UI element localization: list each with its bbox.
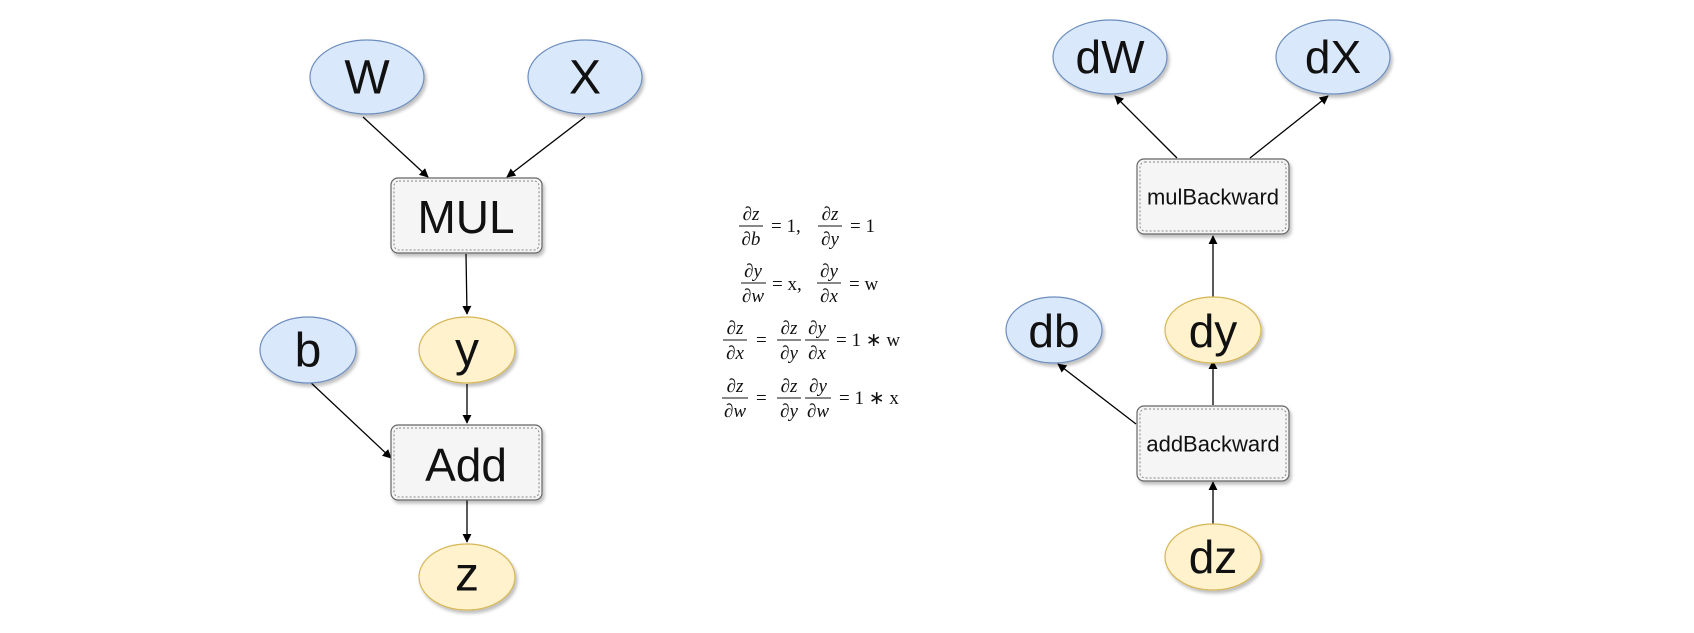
eq2-num1: ∂y <box>744 261 762 282</box>
eq3-den3: ∂x <box>808 343 826 364</box>
edge-mulbackward-to-dw <box>1114 95 1178 159</box>
edge-b-to-add <box>307 379 392 459</box>
equation-line-4: ∂z ∂w = ∂z ∂y ∂y ∂w = 1 ∗ x <box>722 376 899 422</box>
backward-graph: dW dX mulBackward db dy addBackward <box>1005 19 1391 591</box>
node-db: db <box>1005 296 1103 364</box>
forward-graph: W X MUL b y Add z <box>259 39 643 611</box>
eq2-rhs2: = w <box>849 274 878 295</box>
node-dy: dy <box>1164 296 1262 364</box>
eq4-rhs: = 1 ∗ x <box>839 388 899 409</box>
node-z-label: z <box>455 549 479 602</box>
node-dz-label: dz <box>1189 531 1238 583</box>
eq4-num2: ∂z <box>781 376 798 397</box>
eq1-rhs1: = 1, <box>771 216 801 237</box>
eq4-num3: ∂y <box>809 376 827 397</box>
node-y-label: y <box>455 324 479 377</box>
node-add-label: Add <box>425 439 507 491</box>
node-mul-backward-label: mulBackward <box>1147 185 1279 210</box>
node-dx: dX <box>1275 19 1391 95</box>
node-add-backward-label: addBackward <box>1146 432 1279 457</box>
node-x-label: X <box>569 52 601 105</box>
edge-w-to-mul <box>362 116 429 178</box>
node-x: X <box>527 39 643 115</box>
node-add-backward: addBackward <box>1136 405 1290 482</box>
node-mul: MUL <box>390 177 543 254</box>
eq1-den2: ∂y <box>821 229 839 250</box>
eq4-den1: ∂w <box>724 401 746 422</box>
edge-mulbackward-to-dx <box>1249 95 1329 159</box>
equation-line-1: ∂z ∂b = 1, ∂z ∂y = 1 <box>739 204 875 250</box>
edge-x-to-mul <box>506 116 586 178</box>
eq3-num2: ∂z <box>781 318 798 339</box>
gradient-equations: ∂z ∂b = 1, ∂z ∂y = 1 ∂y ∂w = x, ∂y ∂x = … <box>722 204 900 422</box>
eq3-den1: ∂x <box>726 343 744 364</box>
eq3-num3: ∂y <box>808 318 826 339</box>
eq4-den3: ∂w <box>807 401 829 422</box>
node-mul-backward: mulBackward <box>1136 158 1290 235</box>
eq3-num1: ∂z <box>727 318 744 339</box>
node-dx-label: dX <box>1305 31 1361 83</box>
eq3-den2: ∂y <box>780 343 798 364</box>
node-b-label: b <box>295 325 322 378</box>
node-dz: dz <box>1164 523 1262 591</box>
eq4-eq: = <box>756 388 767 409</box>
node-w: W <box>309 39 425 115</box>
node-add: Add <box>390 424 543 501</box>
eq4-den2: ∂y <box>780 401 798 422</box>
node-dw-label: dW <box>1076 31 1146 83</box>
eq4-num1: ∂z <box>727 376 744 397</box>
node-db-label: db <box>1028 305 1079 357</box>
eq1-rhs2: = 1 <box>850 216 875 237</box>
eq2-rhs1: = x, <box>772 274 802 295</box>
node-y: y <box>418 316 516 384</box>
equation-line-2: ∂y ∂w = x, ∂y ∂x = w <box>741 261 878 307</box>
eq1-den1: ∂b <box>742 229 761 250</box>
eq1-num2: ∂z <box>822 204 839 225</box>
eq3-eq: = <box>756 330 767 351</box>
node-mul-label: MUL <box>417 191 514 243</box>
node-w-label: W <box>344 52 390 105</box>
edge-addbackward-to-db <box>1057 363 1137 425</box>
edge-mul-to-y <box>462 253 472 315</box>
eq3-rhs: = 1 ∗ w <box>836 330 900 351</box>
node-dw: dW <box>1052 19 1168 95</box>
eq2-den2: ∂x <box>820 286 838 307</box>
eq1-num1: ∂z <box>743 204 760 225</box>
eq2-den1: ∂w <box>742 286 764 307</box>
node-b: b <box>259 316 357 384</box>
node-dy-label: dy <box>1189 305 1238 357</box>
eq2-num2: ∂y <box>820 261 838 282</box>
node-z: z <box>418 543 516 611</box>
equation-line-3: ∂z ∂x = ∂z ∂y ∂y ∂x = 1 ∗ w <box>723 318 900 364</box>
